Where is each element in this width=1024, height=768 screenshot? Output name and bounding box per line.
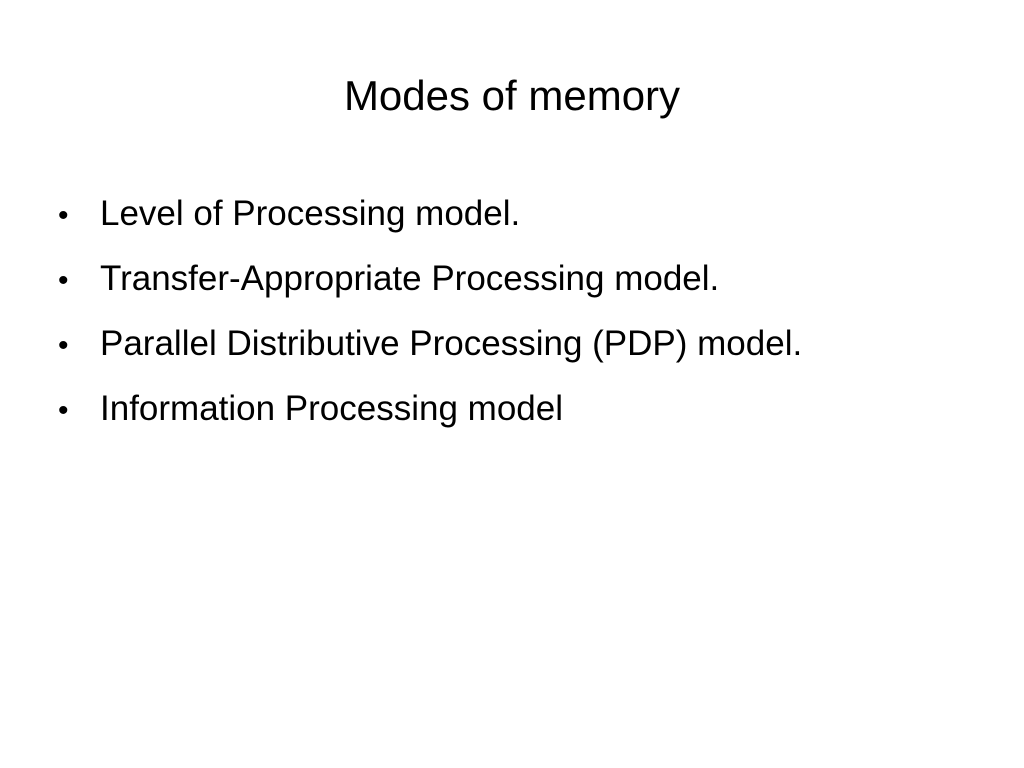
bullet-icon: • — [58, 329, 69, 362]
bullet-icon: • — [58, 264, 69, 297]
bullet-icon: • — [58, 199, 69, 232]
bullet-text: Parallel Distributive Processing (PDP) m… — [100, 324, 803, 363]
list-item: • Information Processing model — [58, 383, 978, 448]
list-item: • Transfer-Appropriate Processing model. — [58, 253, 978, 318]
bullet-text: Level of Processing model. — [100, 194, 521, 233]
slide-title: Modes of memory — [343, 72, 681, 119]
list-item: • Level of Processing model. — [58, 188, 978, 253]
bullet-text: Information Processing model — [100, 389, 563, 428]
bullet-list: • Level of Processing model. • Transfer-… — [58, 188, 978, 448]
bullet-icon: • — [58, 394, 69, 427]
bullet-text: Transfer-Appropriate Processing model. — [100, 259, 720, 298]
list-item: • Parallel Distributive Processing (PDP)… — [58, 318, 978, 383]
